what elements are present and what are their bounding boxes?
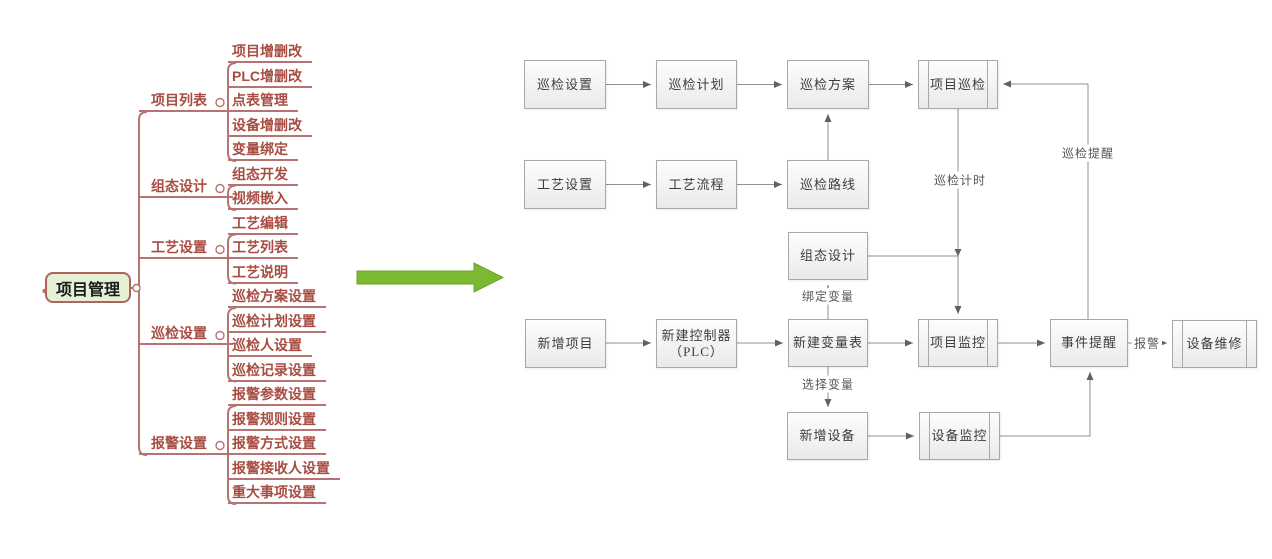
green-transform-arrow: [356, 262, 505, 293]
flow-node-label: 巡检计划: [668, 76, 725, 92]
mindmap-leaf[interactable]: 巡检人设置: [228, 335, 312, 357]
flow-node-device-monitor[interactable]: 设备监控: [919, 412, 1000, 460]
edge-label-inspect-timing: 巡检计时: [931, 171, 989, 189]
flow-node-inspect-plan[interactable]: 巡检计划: [656, 60, 737, 109]
flow-node-new-project[interactable]: 新增项目: [525, 319, 606, 368]
flow-node-inspect-scheme[interactable]: 巡检方案: [787, 60, 869, 109]
edge-label-inspect-remind: 巡检提醒: [1059, 144, 1117, 162]
mindmap-leaf[interactable]: 点表管理: [228, 90, 298, 112]
flow-node-label: 项目监控: [929, 335, 986, 350]
mindmap-leaf[interactable]: 视频嵌入: [228, 188, 298, 210]
junction-arrowhead: [954, 249, 962, 257]
edge-label-select-variable: 选择变量: [799, 375, 857, 393]
flow-node-label: 项目巡检: [929, 76, 986, 92]
mindmap-branch-project-list[interactable]: 项目列表: [139, 90, 233, 112]
flow-node-event-remind[interactable]: 事件提醒: [1050, 319, 1128, 367]
mindmap-leaf[interactable]: 巡检计划设置: [228, 311, 326, 333]
mindmap-branch-config-design[interactable]: 组态设计: [139, 176, 233, 198]
flow-node-label: 新增设备: [799, 428, 856, 443]
mindmap-branch-alarm-settings[interactable]: 报警设置: [139, 433, 233, 455]
mindmap-leaf[interactable]: 项目增删改: [228, 41, 312, 63]
mindmap-leaf[interactable]: 巡检记录设置: [228, 360, 326, 382]
flow-node-new-controller-plc[interactable]: 新建控制器 （PLC）: [656, 319, 737, 368]
mindmap-leaf[interactable]: 报警参数设置: [228, 384, 326, 406]
flow-node-label: 巡检路线: [799, 176, 856, 192]
flow-node-config-design[interactable]: 组态设计: [788, 232, 868, 280]
mindmap-branch-inspect-settings[interactable]: 巡检设置: [139, 323, 233, 345]
mindmap-leaf[interactable]: 巡检方案设置: [228, 286, 326, 308]
flow-node-label: 设备维修: [1186, 336, 1243, 351]
flowchart-edges: [606, 80, 1167, 440]
mindmap-leaf[interactable]: 报警方式设置: [228, 433, 326, 455]
mindmap-leaf[interactable]: PLC增删改: [228, 66, 312, 88]
edge-label-alarm: 报警: [1131, 334, 1163, 352]
mindmap-leaf[interactable]: 变量绑定: [228, 139, 298, 161]
mindmap-leaf[interactable]: 工艺说明: [228, 262, 298, 284]
flow-node-label: 新增项目: [537, 335, 594, 351]
flow-node-label: 巡检方案: [799, 76, 856, 92]
flow-node-new-device[interactable]: 新增设备: [787, 412, 868, 460]
mindmap-leaf[interactable]: 工艺列表: [228, 237, 298, 259]
flow-node-project-inspect[interactable]: 项目巡检: [918, 60, 998, 109]
flow-node-device-repair[interactable]: 设备维修: [1172, 320, 1257, 368]
flow-node-label: 设备监控: [931, 428, 988, 443]
mindmap-leaf[interactable]: 设备增删改: [228, 115, 312, 137]
flow-node-label: 新建变量表: [792, 335, 863, 350]
edge-label-bind-variable: 绑定变量: [799, 287, 857, 305]
mindmap-root-project-management[interactable]: 项目管理: [45, 272, 131, 303]
flow-node-new-variable-table[interactable]: 新建变量表: [788, 319, 868, 367]
flow-node-inspect-settings[interactable]: 巡检设置: [524, 60, 606, 109]
flow-node-label: 事件提醒: [1060, 335, 1117, 350]
flow-node-process-flow[interactable]: 工艺流程: [656, 160, 737, 209]
flow-node-process-settings[interactable]: 工艺设置: [524, 160, 606, 209]
flow-node-label: 工艺设置: [536, 176, 593, 192]
mindmap-leaf[interactable]: 重大事项设置: [228, 482, 326, 504]
flow-node-project-monitor[interactable]: 项目监控: [918, 319, 998, 367]
mindmap-leaf[interactable]: 报警接收人设置: [228, 458, 340, 480]
mindmap-leaf[interactable]: 工艺编辑: [228, 213, 298, 235]
flow-node-label: 巡检设置: [536, 76, 593, 92]
mindmap-leaf[interactable]: 报警规则设置: [228, 409, 326, 431]
flow-node-label: 新建控制器 （PLC）: [661, 327, 732, 359]
flow-node-label: 组态设计: [799, 248, 856, 263]
mindmap-leaf[interactable]: 组态开发: [228, 164, 298, 186]
flow-node-inspect-route[interactable]: 巡检路线: [787, 160, 869, 209]
mindmap-branch-process-settings[interactable]: 工艺设置: [139, 237, 233, 259]
flow-node-label: 工艺流程: [668, 176, 725, 192]
